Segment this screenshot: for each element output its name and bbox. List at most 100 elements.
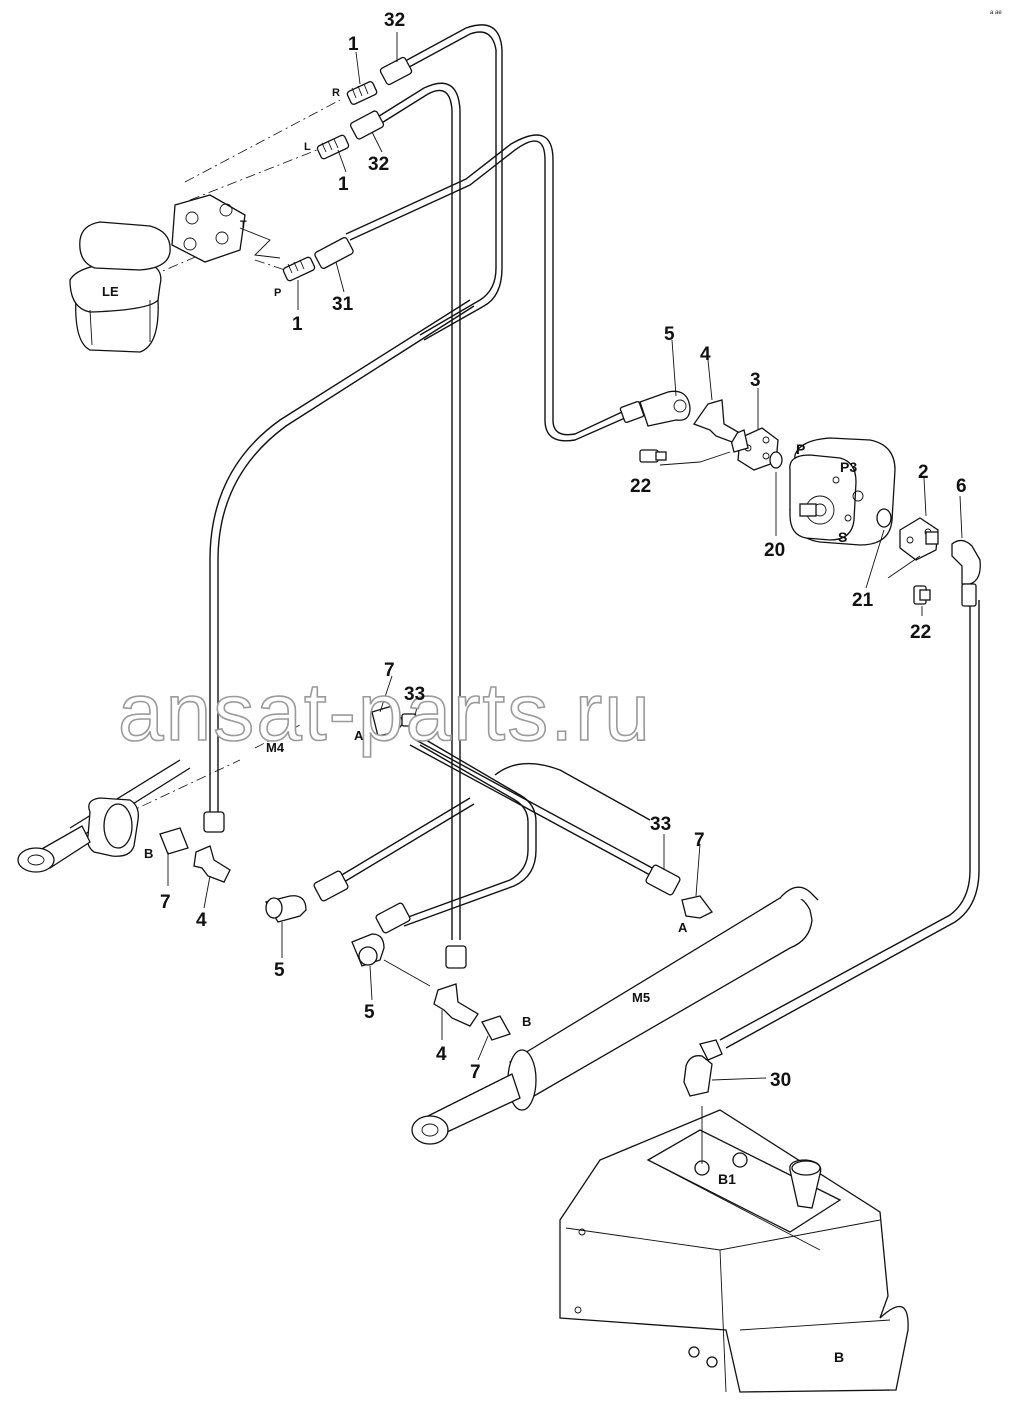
oring-20 — [769, 451, 783, 469]
callout-7-m4: 7 — [384, 660, 395, 681]
dashed-leaders — [69, 99, 341, 841]
pipe-32-mid-inner — [375, 82, 461, 940]
nut-31 — [314, 237, 354, 269]
port-pump-P: P — [796, 441, 805, 457]
steering-unit-LE — [69, 194, 281, 353]
port-labels: R L T P LE P P3 S M4 A B A B M5 B1 B — [102, 87, 857, 1365]
elbow-5-center — [351, 933, 385, 967]
callout-4-left: 4 — [196, 910, 207, 931]
port-B-m4: B — [144, 846, 153, 861]
tee-4-left — [193, 845, 231, 883]
tee-4-center — [433, 983, 479, 1027]
callout-4-center: 4 — [436, 1044, 447, 1065]
elbow-5-left — [264, 895, 307, 923]
pipe-cross — [329, 797, 471, 883]
oring-21 — [876, 508, 892, 528]
pipe-33-inner — [413, 738, 655, 870]
pipe-m4a-bend-inner — [403, 739, 537, 927]
fitting-1-P — [282, 256, 316, 282]
cylinder-M4 — [17, 759, 191, 873]
nut-32-mid — [349, 110, 385, 140]
fitting-1-R — [346, 81, 378, 105]
fitting-7-center — [481, 1015, 511, 1041]
callout-33-m5: 33 — [650, 814, 671, 835]
port-LE: LE — [102, 284, 119, 299]
callout-5-center: 5 — [364, 1002, 375, 1023]
callout-7-left: 7 — [160, 892, 171, 913]
port-B1: B1 — [718, 1171, 736, 1187]
nut-hose-center — [375, 902, 411, 934]
port-L: L — [304, 141, 311, 153]
nut-33-m5 — [645, 864, 681, 896]
callout-32-mid: 32 — [368, 154, 389, 175]
nut-32-top — [379, 56, 413, 86]
pipe-network — [209, 24, 980, 1049]
port-M5: M5 — [632, 990, 650, 1005]
fitting-7-m5a — [681, 895, 713, 919]
callout-2: 2 — [918, 462, 929, 483]
bolt-22-a — [639, 449, 667, 463]
pipe-31-inner — [345, 134, 623, 436]
pipe-30-inner — [725, 600, 980, 1049]
port-B-tank: B — [834, 1349, 844, 1365]
pipe-32-mid — [379, 89, 453, 940]
pump-P3 — [789, 437, 896, 546]
pipe-33 — [409, 744, 651, 876]
tank-B — [559, 1109, 909, 1393]
callout-4-pump: 4 — [700, 344, 711, 365]
port-S: S — [838, 529, 847, 545]
callout-1-top: 1 — [348, 34, 359, 55]
cylinder-M5 — [411, 886, 819, 1145]
callout-3: 3 — [750, 370, 761, 391]
callout-21: 21 — [852, 590, 874, 611]
callout-5-pump: 5 — [664, 324, 675, 345]
port-T: T — [240, 219, 247, 231]
leader-lines — [167, 32, 963, 1164]
pipe-32-upper-inner — [395, 24, 503, 341]
callout-1-low: 1 — [292, 314, 303, 335]
pipe-m5-curve — [494, 762, 651, 821]
callout-7-center: 7 — [470, 1062, 481, 1083]
fitting-7-m4a — [371, 705, 417, 737]
nut-hose-long — [445, 945, 467, 969]
callout-31: 31 — [332, 294, 354, 315]
callout-1-mid: 1 — [338, 174, 349, 195]
callout-7-m5a: 7 — [694, 830, 705, 851]
port-R: R — [332, 87, 340, 99]
port-M4: M4 — [266, 740, 285, 755]
fitting-7-m4b — [159, 827, 189, 855]
callout-6: 6 — [956, 476, 967, 497]
watermark-text: ansat-parts.ru — [118, 667, 652, 758]
callout-labels: 32 1 1 32 31 1 5 4 3 22 20 2 6 21 22 7 3… — [160, 10, 967, 1091]
tee-4-pump — [692, 399, 739, 443]
callout-22-b: 22 — [910, 622, 931, 643]
port-B-m5: B — [522, 1014, 531, 1029]
pipe-m4a-bend — [399, 744, 529, 921]
nut-hose-left — [313, 870, 349, 902]
callout-33-m4: 33 — [404, 684, 425, 705]
fitting-1-L — [316, 134, 350, 160]
pipe-30 — [719, 600, 971, 1041]
elbow-6 — [951, 539, 981, 607]
callout-20: 20 — [764, 540, 785, 561]
port-P: P — [274, 287, 281, 299]
elbow-5-pump — [619, 390, 691, 427]
callout-5-left: 5 — [274, 960, 285, 981]
pipe-32-upper — [399, 31, 497, 336]
pipe-31 — [349, 140, 626, 442]
corner-mark: a ae — [990, 10, 1002, 16]
bolt-22-b — [913, 585, 931, 605]
port-A-m4: A — [354, 728, 364, 743]
pipe-m4-return-inner — [217, 305, 475, 820]
pipe-cross-inner — [333, 803, 475, 889]
callout-32-top: 32 — [384, 10, 405, 31]
nut-hose-m4 — [203, 811, 225, 833]
flange-2 — [899, 517, 939, 561]
callout-30: 30 — [770, 1070, 791, 1091]
callout-22-a: 22 — [630, 476, 651, 497]
port-A-m5: A — [678, 920, 688, 935]
port-P3: P3 — [840, 459, 857, 475]
fitting-30 — [683, 1039, 723, 1097]
